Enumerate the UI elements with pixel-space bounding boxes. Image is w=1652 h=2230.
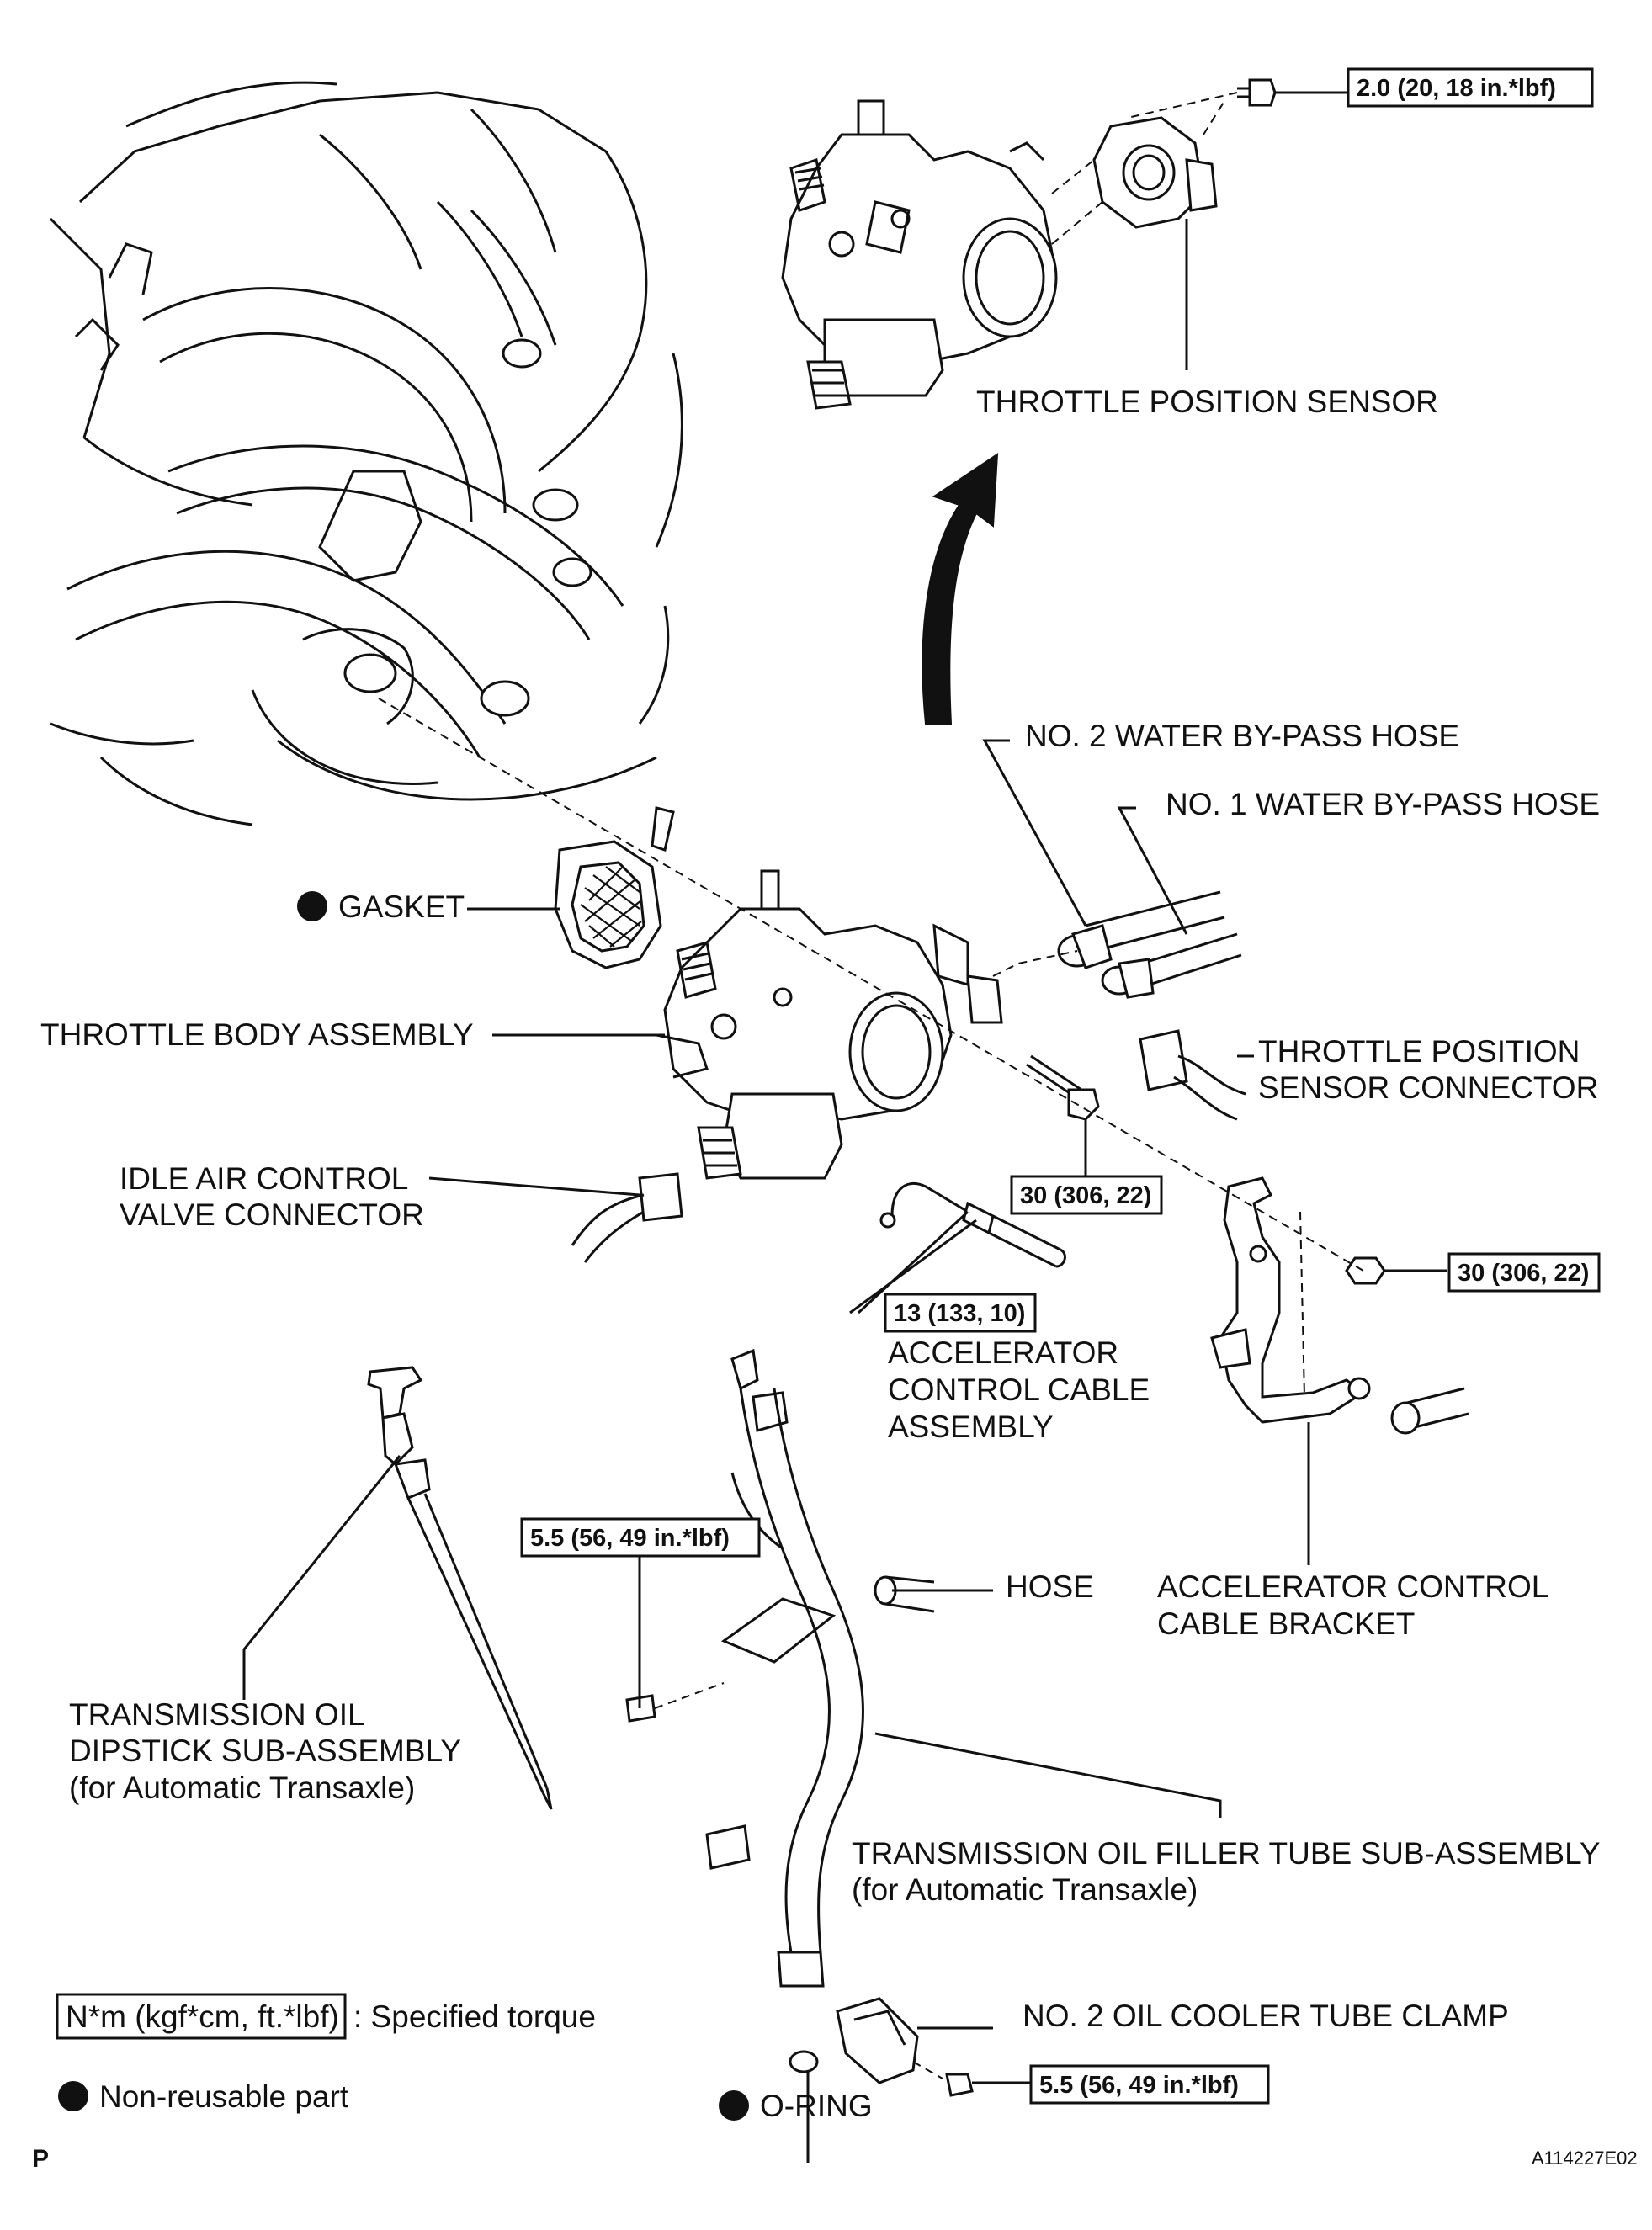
label-gasket: GASKET bbox=[338, 889, 465, 924]
label-tps-connector-line1: THROTTLE POSITION bbox=[1258, 1034, 1580, 1069]
torque-bracket-nut: 30 (306, 22) bbox=[1458, 1260, 1589, 1287]
iac-connector-drawing bbox=[571, 1172, 683, 1263]
dipstick-drawing bbox=[367, 1366, 553, 1810]
oil-cooler-clamp-drawing bbox=[836, 1997, 974, 2097]
label-hose: HOSE bbox=[1006, 1569, 1094, 1604]
legend-torque-unit: N*m (kgf*cm, ft.*lbf) bbox=[66, 1999, 339, 2034]
non-reusable-mark-gasket bbox=[297, 891, 327, 921]
label-accel-cable-line3: ASSEMBLY bbox=[888, 1410, 1054, 1444]
throttle-body-bolt-drawing bbox=[1026, 1054, 1100, 1121]
assembly-axis bbox=[378, 698, 1364, 1272]
label-iac-connector-line2: VALVE CONNECTOR bbox=[120, 1197, 424, 1232]
label-accel-bracket-line1: ACCELERATOR CONTROL bbox=[1157, 1569, 1548, 1604]
torque-box-filler-tube-bolt bbox=[520, 1517, 761, 1558]
figure-id: A114227E02 bbox=[1532, 2148, 1638, 2169]
legend-torque-desc: : Specified torque bbox=[353, 1999, 596, 2034]
label-o-ring: O-RING bbox=[760, 2089, 873, 2123]
label-filler-tube-line1: TRANSMISSION OIL FILLER TUBE SUB-ASSEMBL… bbox=[852, 1836, 1601, 1871]
torque-tps-screw: 2.0 (20, 18 in.*lbf) bbox=[1357, 75, 1556, 102]
label-no2-water-bypass-hose: NO. 2 WATER BY-PASS HOSE bbox=[1025, 719, 1459, 753]
accel-bracket-drawing bbox=[1210, 1176, 1469, 1435]
leader-lines bbox=[242, 91, 1447, 2163]
label-oil-cooler-clamp: NO. 2 OIL COOLER TUBE CLAMP bbox=[1023, 1999, 1509, 2033]
legend-torque-box bbox=[56, 1993, 347, 2040]
legend-non-reusable-text: Non-reusable part bbox=[99, 2079, 349, 2114]
legend-non-reusable-mark bbox=[58, 2081, 88, 2111]
torque-box-tps bbox=[1347, 67, 1594, 108]
throttle-body-main-drawing bbox=[656, 869, 1003, 1180]
torque-box-cable-nut bbox=[884, 1293, 1037, 1333]
corner-mark: P bbox=[32, 2145, 49, 2173]
label-tps-connector-line2: SENSOR CONNECTOR bbox=[1258, 1070, 1598, 1105]
torque-clamp-bolt: 5.5 (56, 49 in.*lbf) bbox=[1039, 2072, 1239, 2099]
label-accel-cable-line1: ACCELERATOR bbox=[888, 1335, 1118, 1370]
torque-throttle-body-bolt: 30 (306, 22) bbox=[1020, 1182, 1151, 1209]
non-reusable-mark-o-ring bbox=[719, 2090, 749, 2121]
torque-cable-nut: 13 (133, 10) bbox=[894, 1300, 1025, 1327]
torque-box-bracket-nut bbox=[1447, 1252, 1601, 1293]
label-accel-bracket-line2: CABLE BRACKET bbox=[1157, 1606, 1415, 1641]
label-dipstick-line3: (for Automatic Transaxle) bbox=[69, 1771, 415, 1805]
torque-box-throttle-body-bolt bbox=[1010, 1175, 1163, 1215]
filler-tube-drawing bbox=[625, 1348, 935, 2073]
engine-block-drawing bbox=[49, 81, 683, 826]
torque-filler-tube-bolt: 5.5 (56, 49 in.*lbf) bbox=[530, 1525, 730, 1552]
label-throttle-position-sensor: THROTTLE POSITION SENSOR bbox=[976, 385, 1438, 419]
label-filler-tube-line2: (for Automatic Transaxle) bbox=[852, 1872, 1198, 1907]
direction-arrow bbox=[922, 453, 999, 725]
label-no1-water-bypass-hose: NO. 1 WATER BY-PASS HOSE bbox=[1166, 787, 1600, 821]
torque-box-clamp-bolt bbox=[1029, 2064, 1270, 2105]
label-iac-connector-line1: IDLE AIR CONTROL bbox=[120, 1161, 408, 1196]
label-dipstick-line2: DIPSTICK SUB-ASSEMBLY bbox=[69, 1734, 461, 1768]
tps-connector-drawing bbox=[1139, 1029, 1246, 1121]
water-bypass-hoses-drawing bbox=[1057, 890, 1242, 999]
throttle-body-detail-drawing bbox=[781, 78, 1277, 410]
gasket-drawing bbox=[554, 806, 675, 969]
label-accel-cable-line2: CONTROL CABLE bbox=[888, 1373, 1150, 1407]
label-throttle-body-assembly: THROTTLE BODY ASSEMBLY bbox=[40, 1017, 474, 1052]
label-dipstick-line1: TRANSMISSION OIL bbox=[69, 1697, 365, 1732]
